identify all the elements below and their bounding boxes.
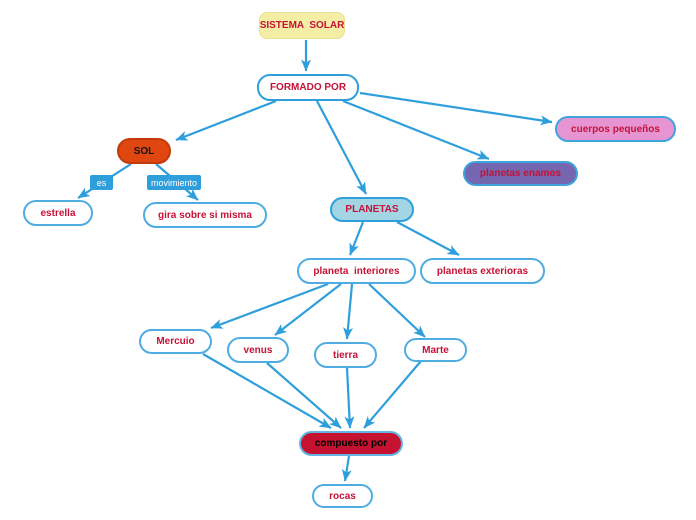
link-label-es[interactable]: es — [90, 175, 113, 190]
node-sistema-solar[interactable]: SISTEMA SOLAR — [259, 12, 345, 39]
edge-formado-to-cuerpos — [359, 91, 553, 126]
node-rocas[interactable]: rocas — [312, 484, 373, 508]
node-planetas-exterioras[interactable]: planetas exterioras — [420, 258, 545, 284]
node-estrella[interactable]: estrella — [23, 200, 93, 226]
link-label-movimiento[interactable]: movimiento — [147, 175, 201, 190]
edge-interiores-to-tierra — [343, 283, 354, 340]
edge-compuesto-to-rocas — [341, 455, 352, 482]
node-venus[interactable]: venus — [227, 337, 289, 363]
node-marte[interactable]: Marte — [404, 338, 467, 362]
node-formado-por[interactable]: FORMADO POR — [257, 74, 359, 101]
edge-interiores-to-mercuio — [210, 282, 329, 330]
node-sol[interactable]: SOL — [117, 138, 171, 164]
edge-formado-to-enamos — [342, 99, 490, 161]
edge-interiores-to-marte — [368, 283, 426, 338]
edge-venus-to-compuesto — [266, 362, 342, 429]
node-planeta-interiores[interactable]: planeta interiores — [297, 258, 416, 284]
edge-formado-to-planetas — [316, 100, 367, 195]
edge-planetas-to-exterioras — [396, 221, 460, 256]
node-tierra[interactable]: tierra — [314, 342, 377, 368]
node-cuerpos-pequenos[interactable]: cuerpos pequeños — [555, 116, 676, 142]
node-gira-sobre-si-misma[interactable]: gira sobre si misma — [143, 202, 267, 228]
node-planetas[interactable]: PLANETAS — [330, 197, 414, 222]
edge-mercuio-to-compuesto — [202, 353, 332, 429]
node-mercuio[interactable]: Mercuio — [139, 329, 212, 354]
edge-tierra-to-compuesto — [344, 367, 355, 429]
edge-formado-to-sol — [175, 99, 277, 142]
edge-marte-to-compuesto — [363, 360, 422, 429]
node-planetas-enamos[interactable]: planetas enamos — [463, 161, 578, 186]
node-compuesto-por[interactable]: compuesto por — [299, 431, 403, 456]
edge-interiores-to-venus — [274, 283, 342, 336]
edge-planetas-to-interiores — [348, 221, 365, 256]
